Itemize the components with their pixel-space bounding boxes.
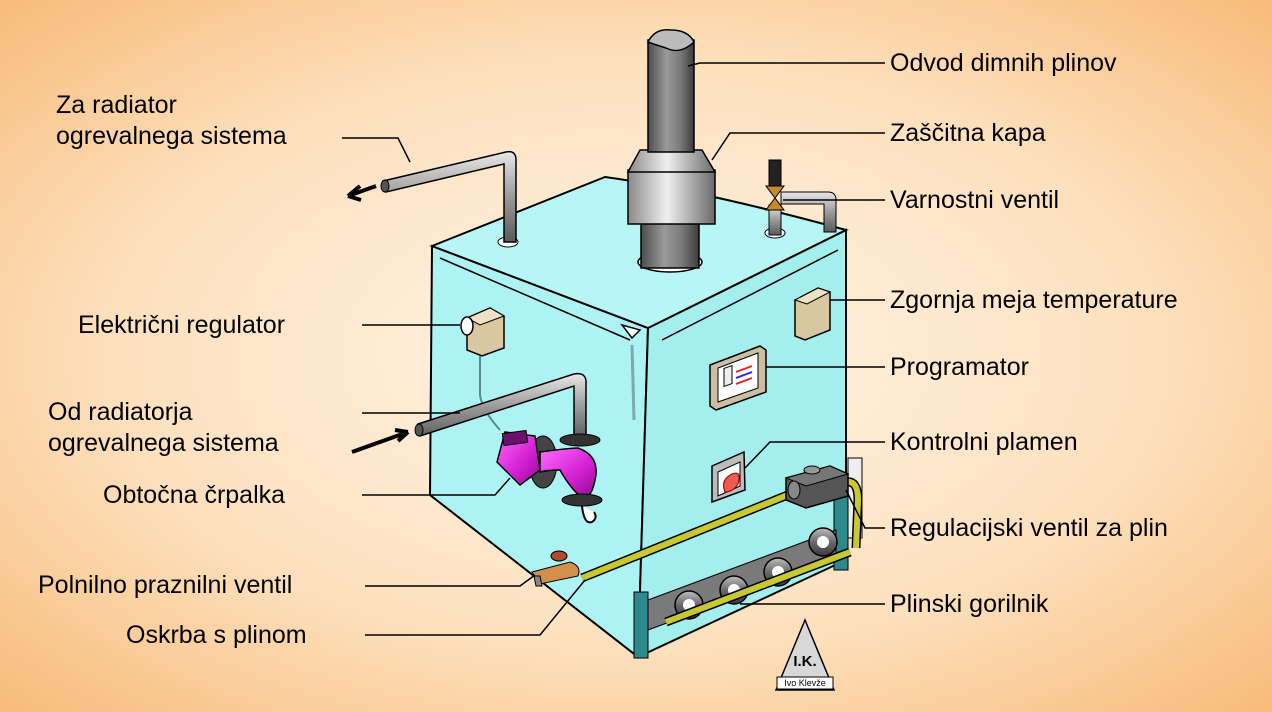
fill-drain-valve: [531, 550, 580, 587]
label-pilot-flame: Kontrolni plamen: [890, 428, 1078, 456]
label-from-radiator-line2: ogrevalnega sistema: [48, 429, 279, 457]
pilot-flame-window: [711, 450, 746, 504]
outlet-pipe: [346, 150, 519, 248]
chimney: [626, 29, 717, 273]
inflow-arrow: [351, 428, 410, 454]
return-pipe: [351, 372, 587, 454]
label-protective-cap: Zaščitna kapa: [890, 119, 1046, 147]
gas-control-valve: [784, 465, 850, 509]
outflow-arrow: [346, 184, 377, 202]
label-safety-valve: Varnostni ventil: [890, 186, 1060, 214]
label-programmer: Programator: [890, 353, 1029, 381]
label-to-radiator-line1: Za radiator: [56, 91, 177, 119]
label-from-radiator-line1: Od radiatorja: [48, 398, 193, 426]
label-gas-supply: Oskrba s plinom: [126, 621, 307, 649]
circulation-pump: [496, 429, 603, 524]
electric-regulator: [460, 307, 506, 431]
leader-lines: [342, 62, 885, 636]
svg-text:I.K.: I.K.: [793, 653, 816, 670]
label-fill-drain-valve: Polnilno praznilni ventil: [38, 571, 293, 599]
author-logo: I.K. Ivo Klevže: [774, 618, 836, 691]
label-gas-burner: Plinski gorilnik: [890, 590, 1049, 618]
programmer-panel: [709, 345, 767, 411]
label-upper-temp-limit: Zgornja meja temperature: [890, 286, 1178, 314]
safety-valve: [764, 159, 837, 239]
label-electric-regulator: Električni regulator: [78, 311, 286, 339]
label-flue-gas-outlet: Odvod dimnih plinov: [890, 49, 1117, 77]
label-gas-control-valve: Regulacijski ventil za plin: [890, 514, 1168, 542]
temperature-limiter: [793, 287, 832, 341]
label-from-radiator: Od radiatorja ogrevalnega sistema: [48, 397, 279, 459]
label-circulation-pump: Obtočna črpalka: [103, 481, 286, 509]
label-to-radiator: Za radiator ogrevalnega sistema: [56, 90, 287, 152]
svg-text:Ivo Klevže: Ivo Klevže: [784, 678, 826, 688]
label-to-radiator-line2: ogrevalnega sistema: [56, 122, 287, 150]
